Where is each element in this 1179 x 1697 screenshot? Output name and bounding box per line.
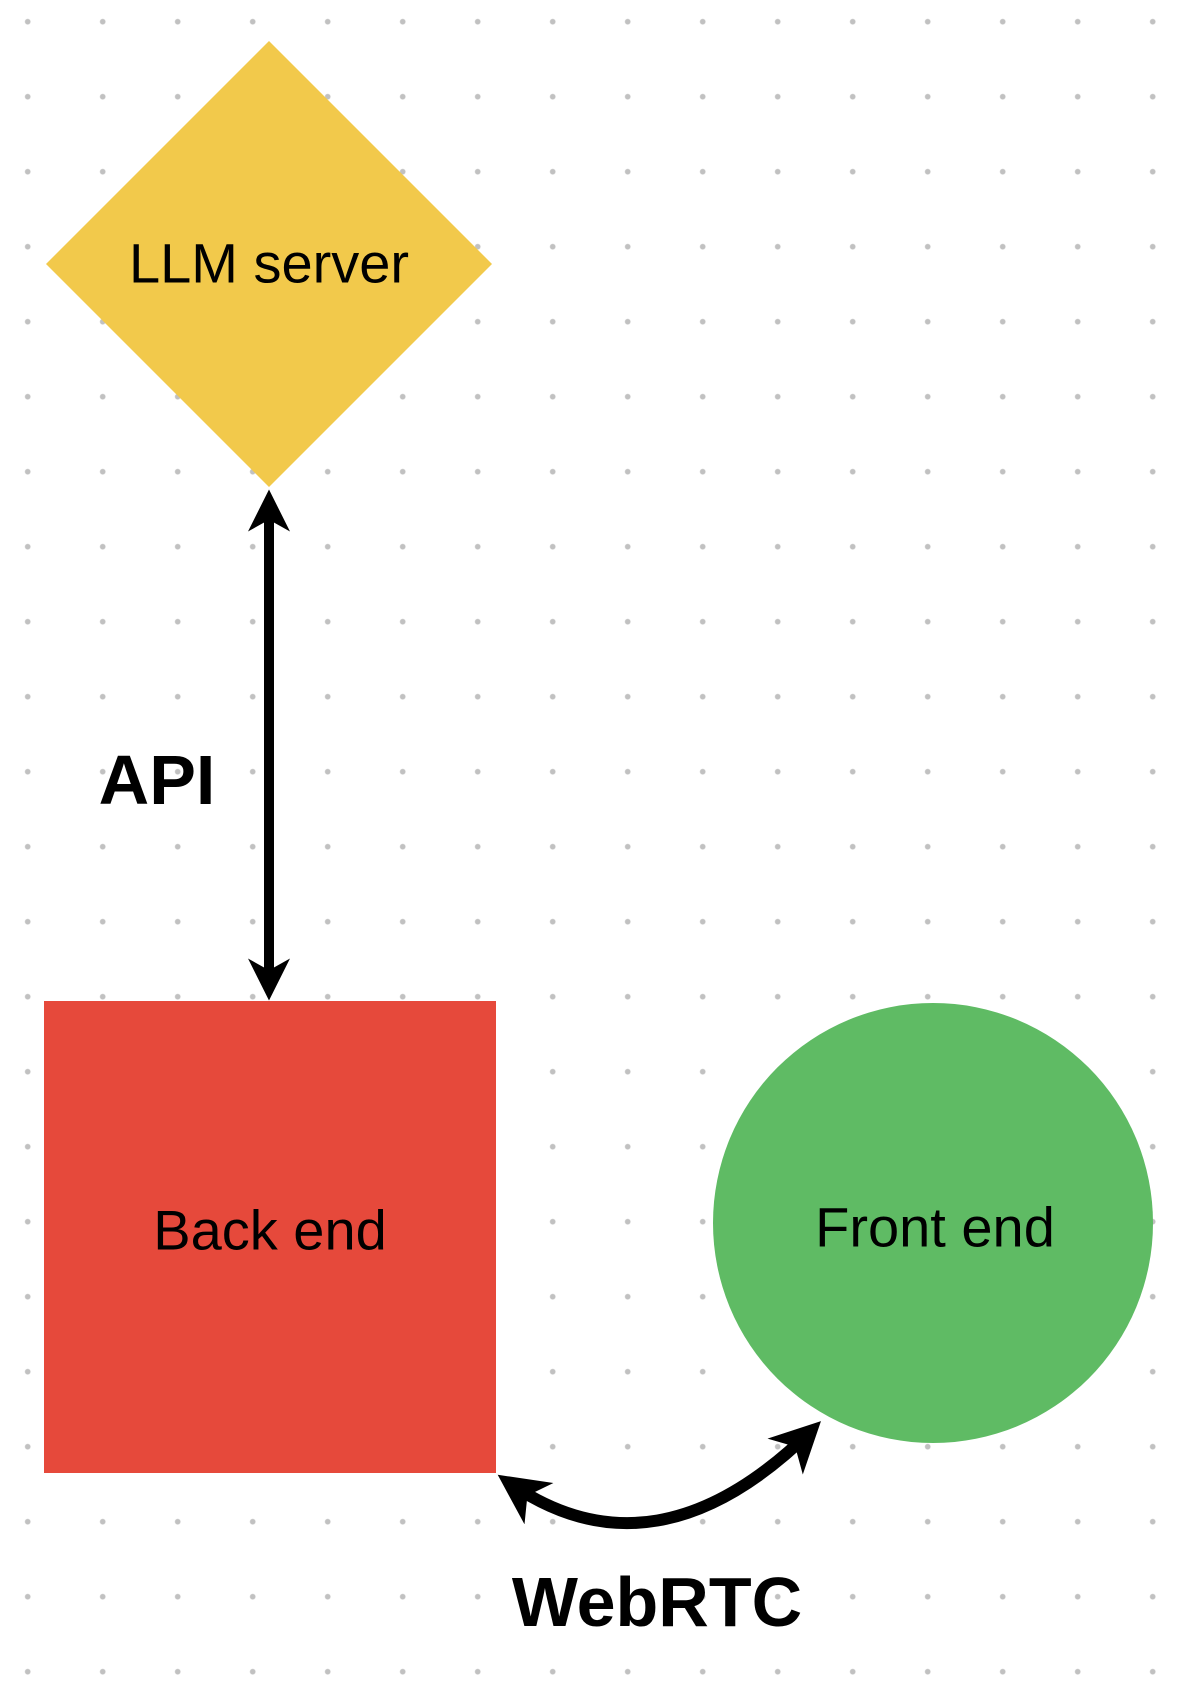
node-back-end-square[interactable]	[44, 1001, 496, 1473]
node-label-front-end: Front end	[815, 1196, 1055, 1259]
edge-webrtc-connector[interactable]	[497, 1421, 821, 1530]
edge-label-api: API	[99, 741, 216, 819]
edge-label-webrtc: WebRTC	[512, 1563, 802, 1641]
node-front-end-circle[interactable]	[713, 1003, 1153, 1443]
node-label-llm-server: LLM server	[129, 232, 409, 295]
node-llm-server-diamond[interactable]	[46, 41, 492, 487]
node-label-back-end: Back end	[153, 1199, 387, 1262]
